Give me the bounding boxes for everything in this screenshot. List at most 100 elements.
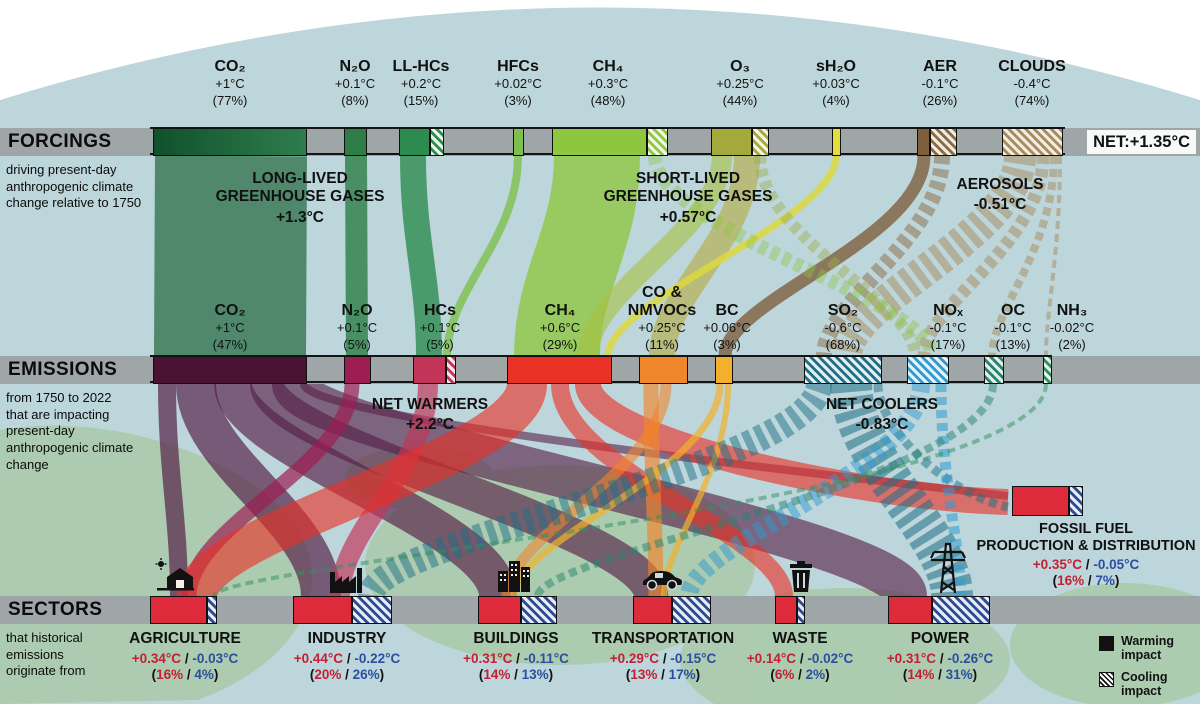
flow-ribbon <box>400 155 442 357</box>
flow-ribbon <box>935 383 967 597</box>
emission-segment-hcs <box>413 356 446 384</box>
group-label-net-coolers: NET COOLERS-0.83°C <box>826 396 938 434</box>
forcing-pct: (48%) <box>590 92 626 108</box>
forcing-segment-aer <box>917 128 930 156</box>
flow-ribbon <box>604 155 840 357</box>
flow-ribbon <box>551 383 793 598</box>
forcing-segment-llhcs-cooling <box>430 128 444 156</box>
forcing-segment-aer-cooling <box>930 128 957 156</box>
emission-label-nh3: NH₃-0.02°C(2%) <box>1050 302 1094 354</box>
emission-temp: +0.06°C <box>703 319 751 335</box>
sector-segment-agriculture-warming <box>150 596 207 624</box>
forcing-name: N₂O <box>339 58 371 75</box>
power-icon <box>928 538 968 599</box>
warming-impact-label: Warming impact <box>1121 634 1175 663</box>
flow-ribbon <box>917 155 1050 357</box>
forcing-pct: (15%) <box>403 92 439 108</box>
flow-ribbon <box>534 383 997 598</box>
flow-ribbon <box>575 381 1009 515</box>
agriculture-icon <box>155 557 195 598</box>
emission-pct: (11%) <box>645 336 679 352</box>
forcing-temp: +0.2°C <box>400 75 442 91</box>
forcing-pct: (77%) <box>212 92 248 108</box>
sector-segment-power-cooling <box>932 596 990 624</box>
sector-label-agriculture: AGRICULTURE +0.34°C / -0.03°C (16% / 4%) <box>129 630 241 682</box>
sectors-description: that historical emissions originate from <box>6 630 86 679</box>
emission-pct: (5%) <box>426 336 454 352</box>
forcing-segment-ch4 <box>552 128 647 156</box>
sectors-bar-title: SECTORS <box>8 599 103 620</box>
forcing-label-sh2o: sH₂O+0.03°C(4%) <box>812 58 859 110</box>
forcing-temp: -0.1°C <box>921 75 959 91</box>
emission-segment-oc <box>984 356 1004 384</box>
emission-pct: (17%) <box>930 336 966 352</box>
emission-segment-nh3 <box>1043 356 1052 384</box>
flow-ribbon <box>680 383 930 598</box>
forcing-pct: (26%) <box>922 92 958 108</box>
forcing-segment-hfcs <box>513 128 524 156</box>
forcing-pct: (44%) <box>722 92 758 108</box>
forcing-pct: (8%) <box>341 92 369 108</box>
forcing-pct: (74%) <box>1014 92 1050 108</box>
forcing-name: O₃ <box>730 58 750 75</box>
emission-name: NOₓ <box>933 302 963 319</box>
flow-ribbon <box>830 382 973 598</box>
flow-ribbon <box>873 383 1009 512</box>
emission-pct: (2%) <box>1058 336 1086 352</box>
forcing-temp: -0.4°C <box>1013 75 1051 91</box>
emission-name: SO₂ <box>827 302 859 319</box>
flow-ribbon <box>988 155 1058 357</box>
emission-segment-so2 <box>804 356 882 384</box>
emission-label-hcs: HCs+0.1°C(5%) <box>420 302 460 354</box>
forcing-segment-clouds <box>1002 128 1063 156</box>
group-label-short-lived-ghg: SHORT-LIVED GREENHOUSE GASES+0.57°C <box>603 170 773 226</box>
waste-icon <box>789 561 813 598</box>
cooling-impact-swatch <box>1099 671 1114 687</box>
forcing-segment-sh2o <box>832 128 841 156</box>
forcing-segment-n2o <box>344 128 367 156</box>
forcing-label-co2: CO₂+1°C(77%) <box>213 58 248 110</box>
emission-name: NH₃ <box>1056 302 1088 319</box>
forcing-segment-o3-cooling <box>752 128 769 156</box>
emission-label-nox: NOₓ-0.1°C(17%) <box>930 302 967 354</box>
emission-temp: +0.6°C <box>539 319 581 335</box>
sector-segment-agriculture-cooling <box>207 596 217 624</box>
emission-label-so2: SO₂-0.6°C(68%) <box>825 302 862 354</box>
emission-name: OC <box>1001 302 1025 319</box>
buildings-icon <box>497 557 531 598</box>
emission-name: CH₄ <box>544 302 576 319</box>
sector-segment-waste-warming <box>775 596 797 624</box>
sector-label-buildings: BUILDINGS +0.31°C / -0.11°C (14% / 13%) <box>463 630 569 682</box>
group-label-long-lived-ghg: LONG-LIVED GREENHOUSE GASES+1.3°C <box>215 170 385 226</box>
emission-temp: +1°C <box>215 319 245 335</box>
flow-ribbon <box>754 155 921 357</box>
forcing-label-aer: AER-0.1°C(26%) <box>922 58 959 110</box>
flow-ribbon <box>816 155 950 357</box>
flows-forcings-emissions <box>154 154 1062 359</box>
emission-temp: -0.1°C <box>994 319 1032 335</box>
forcing-name: HFCs <box>497 58 539 75</box>
forcings-bar-title: FORCINGS <box>8 131 112 152</box>
sector-label-power: POWER +0.31°C / -0.26°C (14% / 31%) <box>886 630 994 682</box>
sector-label-industry: INDUSTRY +0.44°C / -0.22°C (20% / 26%) <box>293 630 401 682</box>
emission-segment-n2o <box>344 356 371 384</box>
forcing-name: LL-HCs <box>392 58 450 75</box>
forcing-segment-ch4-cooling <box>647 128 668 156</box>
emission-label-oc: OC-0.1°C(13%) <box>995 302 1032 354</box>
group-label-net-warmers: NET WARMERS+2.2°C <box>371 396 489 434</box>
transportation-icon <box>641 566 683 597</box>
fossil-fuel-segment-cooling <box>1069 486 1083 516</box>
forcing-name: CO₂ <box>214 58 246 75</box>
forcing-label-n2o: N₂O+0.1°C(8%) <box>335 58 375 110</box>
emission-temp: -0.6°C <box>824 319 862 335</box>
emission-label-n2o: N₂O+0.1°C(5%) <box>337 302 377 354</box>
emission-temp: -0.02°C <box>1049 319 1095 335</box>
sector-segment-buildings-cooling <box>521 596 557 624</box>
industry-icon <box>327 564 365 599</box>
emission-name: BC <box>715 302 739 319</box>
emission-segment-ch4 <box>507 356 612 384</box>
emission-pct: (29%) <box>542 336 578 352</box>
emission-name: CO & NMVOCs <box>627 284 697 319</box>
emission-label-bc: BC+0.06°C(3%) <box>703 302 750 354</box>
